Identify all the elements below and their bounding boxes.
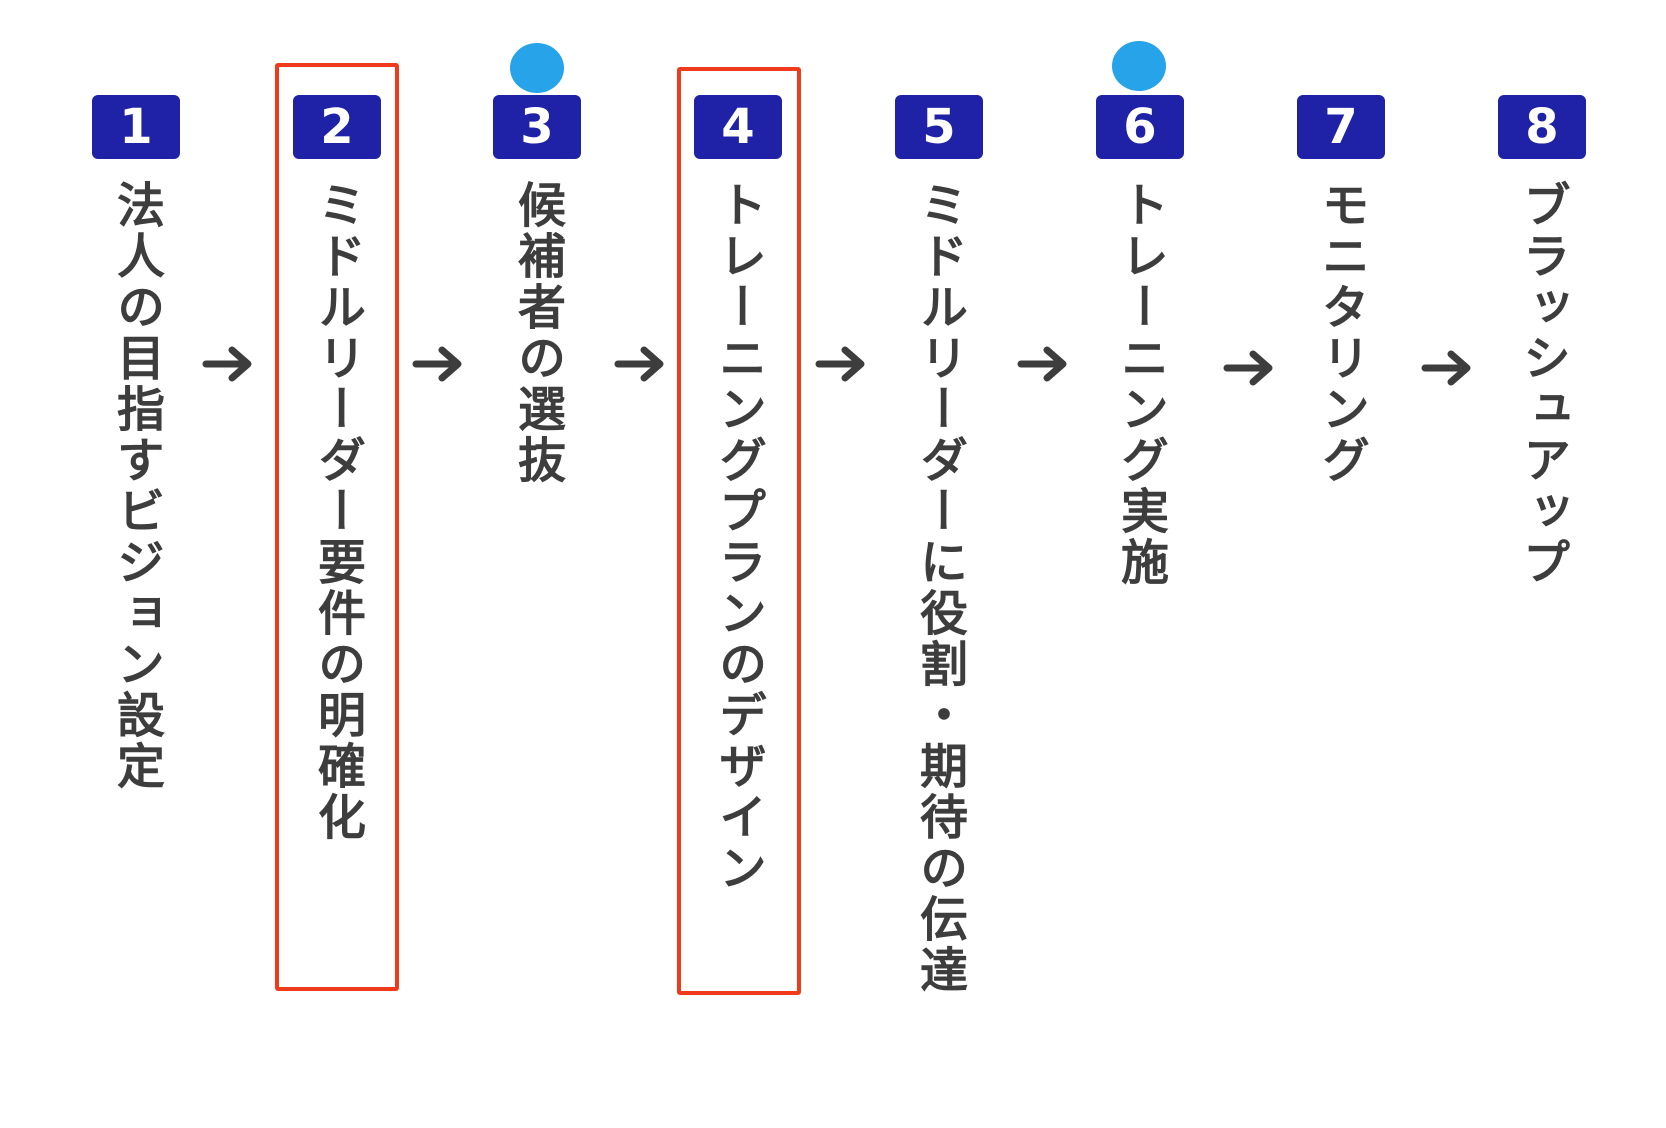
step-8: 8 ブラッシュアップ	[1482, 0, 1602, 1128]
step-label: モニタリング	[1313, 180, 1369, 486]
step-label: ミドルリーダー要件の明確化	[309, 180, 365, 843]
step-3: 3 候補者の選抜	[477, 0, 597, 1128]
step-number-badge: 7	[1297, 95, 1385, 159]
step-label: ミドルリーダーに役割・期待の伝達	[911, 180, 967, 996]
step-number-badge: 1	[92, 95, 180, 159]
step-number-badge: 4	[694, 95, 782, 159]
step-6: 6 トレーニング実施	[1080, 0, 1200, 1128]
step-label: 候補者の選抜	[509, 180, 565, 486]
step-label: ブラッシュアップ	[1514, 180, 1570, 588]
step-7: 7 モニタリング	[1281, 0, 1401, 1128]
highlight-box-step-2	[275, 63, 399, 991]
step-2: 2 ミドルリーダー要件の明確化	[277, 0, 397, 1128]
step-number-badge: 2	[293, 95, 381, 159]
right-arrow-icon	[412, 346, 462, 382]
step-label: 法人の目指すビジョン設定	[108, 180, 164, 792]
marker-dot-step-3	[510, 43, 564, 93]
step-1: 1 法人の目指すビジョン設定	[76, 0, 196, 1128]
step-label: トレーニングプランのデザイン	[710, 180, 766, 894]
step-number-badge: 3	[493, 95, 581, 159]
step-4: 4 トレーニングプランのデザイン	[678, 0, 798, 1128]
step-label: トレーニング実施	[1112, 180, 1168, 588]
marker-dot-step-6	[1112, 41, 1166, 91]
highlight-box-step-4	[677, 67, 801, 995]
step-number-badge: 6	[1096, 95, 1184, 159]
step-number-badge: 8	[1498, 95, 1586, 159]
right-arrow-icon	[1017, 346, 1067, 382]
step-number-badge: 5	[895, 95, 983, 159]
right-arrow-icon	[1421, 350, 1471, 386]
right-arrow-icon	[614, 346, 664, 382]
right-arrow-icon	[202, 346, 252, 382]
right-arrow-icon	[1223, 350, 1273, 386]
step-5: 5 ミドルリーダーに役割・期待の伝達	[879, 0, 999, 1128]
right-arrow-icon	[815, 346, 865, 382]
